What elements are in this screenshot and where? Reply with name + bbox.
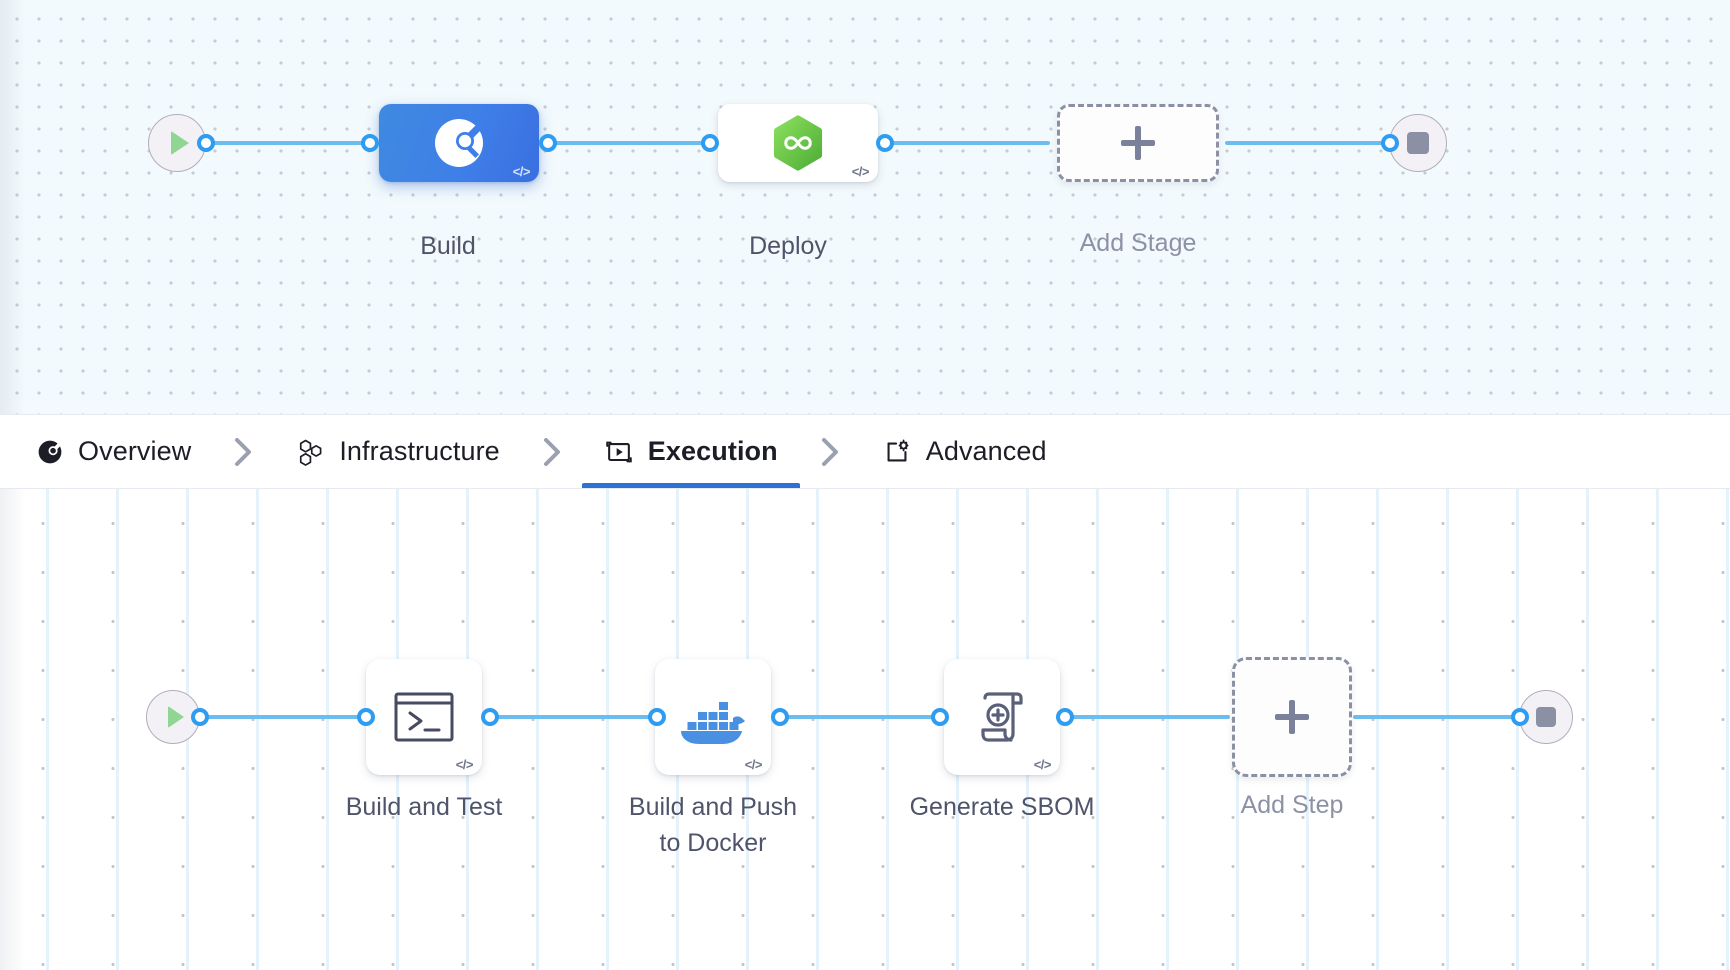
code-badge[interactable]: </> — [512, 164, 531, 179]
stage-node-build[interactable]: </> — [379, 104, 539, 182]
code-badge[interactable]: </> — [1033, 757, 1052, 772]
tab-label-execution: Execution — [647, 436, 778, 466]
plus-icon — [1275, 700, 1309, 734]
harness-cd-hexagon-infinity-icon — [773, 115, 823, 171]
harness-ci-dark-icon — [36, 438, 64, 466]
step-label-generate-sbom: Generate SBOM — [909, 793, 1095, 821]
play-icon — [168, 706, 184, 728]
stage-tabbar: Overview Infrastructure — [0, 414, 1730, 489]
tab-label-overview: Overview — [78, 436, 192, 466]
port-sbom-out[interactable] — [1056, 708, 1074, 726]
harness-ci-icon — [435, 119, 483, 167]
add-step-button[interactable] — [1232, 657, 1352, 777]
stage-label-build: Build — [420, 232, 476, 260]
tab-advanced[interactable]: Advanced — [876, 415, 1053, 488]
port-build-and-test-out[interactable] — [481, 708, 499, 726]
scroll-plus-icon — [981, 692, 1023, 742]
tab-execution[interactable]: Execution — [581, 415, 800, 488]
tab-overview[interactable]: Overview — [30, 415, 197, 488]
tab-label-infrastructure: Infrastructure — [339, 436, 500, 466]
step-node-build-and-push-to-docker[interactable]: </> — [655, 659, 771, 775]
wire-build-to-deploy — [548, 141, 710, 145]
port-docker-out[interactable] — [771, 708, 789, 726]
hexagon-cluster-icon — [295, 437, 325, 467]
tab-label-advanced: Advanced — [925, 436, 1047, 466]
stage-node-deploy[interactable]: </> — [718, 104, 878, 182]
play-in-box-icon — [604, 437, 634, 467]
port-docker-in[interactable] — [648, 708, 666, 726]
wire-deploy-to-addstage — [885, 141, 1050, 145]
docker-whale-icon — [681, 702, 745, 744]
port-start-out[interactable] — [197, 134, 215, 152]
page-gear-icon — [882, 437, 912, 467]
execution-step-canvas[interactable]: </> Build and Test — [0, 489, 1730, 970]
code-badge[interactable]: </> — [455, 757, 474, 772]
wire-build-and-test-to-docker — [490, 715, 657, 719]
add-step-label: Add Step — [1240, 791, 1344, 819]
tab-separator-icon — [506, 415, 598, 488]
wire-start-to-build-and-test — [200, 715, 366, 719]
port-end-in[interactable] — [1381, 134, 1399, 152]
add-stage-label: Add Stage — [1079, 229, 1197, 257]
code-badge[interactable]: </> — [851, 164, 870, 179]
port-build-out[interactable] — [539, 134, 557, 152]
port-sbom-in[interactable] — [931, 708, 949, 726]
tab-infrastructure[interactable]: Infrastructure — [289, 415, 505, 488]
stage-label-deploy: Deploy — [749, 232, 827, 260]
pipeline-start-node[interactable] — [148, 114, 206, 172]
port-build-and-test-in[interactable] — [357, 708, 375, 726]
tab-separator-icon — [197, 415, 289, 488]
wire-add-step-to-end — [1353, 715, 1520, 719]
add-stage-button[interactable] — [1057, 104, 1219, 182]
step-label-build-and-push-to-docker: Build and Push to Docker — [628, 793, 798, 858]
play-icon — [171, 131, 189, 155]
stage-canvas[interactable]: </> Build </> Deploy — [0, 0, 1730, 414]
port-deploy-in[interactable] — [701, 134, 719, 152]
plus-icon — [1121, 126, 1155, 160]
stop-icon — [1536, 707, 1556, 727]
wire-sbom-to-add-step — [1065, 715, 1230, 719]
step-node-generate-sbom[interactable]: </> — [944, 659, 1060, 775]
port-build-in[interactable] — [361, 134, 379, 152]
step-label-build-and-test: Build and Test — [345, 793, 503, 821]
terminal-icon — [394, 692, 454, 742]
port-exec-start-out[interactable] — [191, 708, 209, 726]
tab-separator-icon — [784, 415, 876, 488]
wire-docker-to-sbom — [780, 715, 940, 719]
wire-start-to-build — [206, 141, 370, 145]
port-exec-end-in[interactable] — [1511, 708, 1529, 726]
port-deploy-out[interactable] — [876, 134, 894, 152]
step-node-build-and-test[interactable]: </> — [366, 659, 482, 775]
wire-addstage-to-end — [1225, 141, 1390, 145]
stop-icon — [1407, 132, 1429, 154]
code-badge[interactable]: </> — [744, 757, 763, 772]
